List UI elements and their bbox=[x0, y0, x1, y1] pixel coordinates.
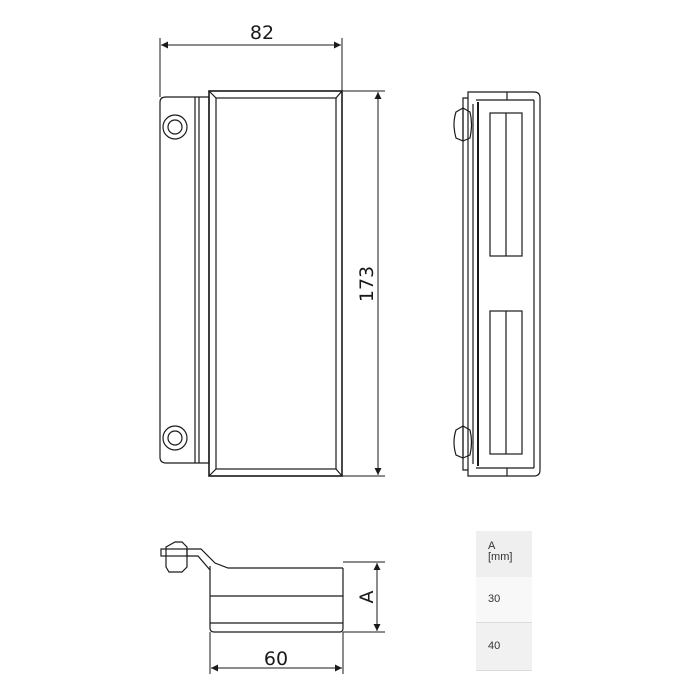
front-view bbox=[159, 90, 343, 477]
table-row: 40 bbox=[476, 623, 532, 671]
table-header-unit: [mm] bbox=[488, 551, 513, 563]
table-header: A [mm] bbox=[476, 531, 532, 577]
table-header-label: A bbox=[488, 540, 496, 552]
dimension-table: A [mm] 30 40 bbox=[476, 531, 532, 671]
height-dimension-label: 173 bbox=[356, 266, 378, 302]
variable-dimension-label: A bbox=[356, 591, 378, 604]
depth-dimension-label: 60 bbox=[264, 648, 288, 670]
handle-body bbox=[208, 90, 343, 477]
dimension-width bbox=[159, 38, 343, 97]
dimension-height bbox=[342, 90, 385, 477]
screw-hole-bottom-icon bbox=[162, 425, 188, 451]
dimension-A bbox=[343, 561, 385, 633]
mounting-plate bbox=[159, 96, 210, 464]
bottom-view bbox=[160, 541, 344, 633]
width-dimension-label: 82 bbox=[250, 22, 274, 44]
side-view bbox=[453, 91, 541, 477]
table-row: 30 bbox=[476, 577, 532, 623]
screw-hole-top-icon bbox=[162, 114, 188, 140]
dimension-depth bbox=[209, 632, 344, 674]
